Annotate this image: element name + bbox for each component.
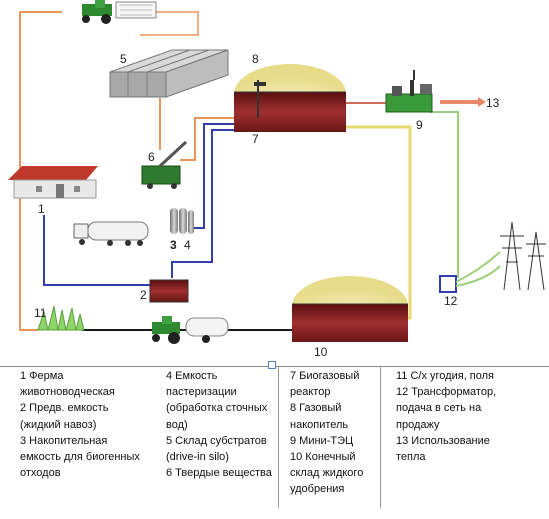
- biogas-plant-diagram: [8, 0, 546, 344]
- orange-pipe-left: [19, 11, 62, 50]
- silo-warehouse-icon: [109, 49, 229, 98]
- legend-item: (drive-in silo): [166, 451, 229, 464]
- legend-item: накопитель: [290, 418, 349, 431]
- legend-item: отходов: [20, 467, 61, 480]
- legend-item: животноводческая: [20, 386, 115, 399]
- legend-item: емкость для биогенных: [20, 451, 140, 464]
- heat-arrow-icon: [478, 97, 486, 107]
- legend-item: склад жидкого: [290, 467, 364, 480]
- tractor-tanker-icon: [152, 316, 229, 344]
- label-11: 11: [34, 306, 47, 320]
- legend-item: 3 Накопительная: [20, 434, 108, 447]
- legend-separator: [278, 366, 279, 508]
- biogas-reactor-icon: [234, 64, 346, 132]
- legend-item: 7 Биогазовый: [290, 370, 360, 382]
- final-storage-tank-icon: [292, 276, 408, 342]
- truck-icon: [73, 221, 149, 246]
- legend-col-3: 7 Биогазовый реактор 8 Газовый накопител…: [290, 368, 376, 498]
- label-6: 6: [148, 150, 155, 164]
- label-3: 3: [170, 238, 177, 252]
- legend-item: 10 Конечный: [290, 451, 356, 464]
- label-9: 9: [416, 118, 423, 132]
- tractor-icon: [82, 0, 157, 24]
- orange-pipe-left-down: [19, 50, 38, 331]
- legend-col-1: 1 Ферма животноводческая 2 Предв. емкост…: [20, 368, 160, 481]
- green-pipe-power: [430, 111, 459, 278]
- label-1: 1: [38, 202, 45, 216]
- orange-pipe-top: [140, 11, 199, 36]
- legend-item: 2 Предв. емкость: [20, 402, 109, 415]
- barn-icon: [8, 166, 98, 199]
- blue-pipe-barn: [43, 215, 150, 286]
- legend-item: подача в сеть на: [396, 402, 482, 415]
- legend-item: 12 Трансформатор,: [396, 386, 497, 399]
- legend-item: удобрения: [290, 483, 345, 496]
- label-7: 7: [252, 132, 259, 146]
- label-5: 5: [120, 52, 127, 66]
- legend-col-2: 4 Емкость пастеризации (обработка сточны…: [166, 368, 278, 481]
- selection-handle[interactable]: [268, 361, 276, 369]
- legend-item: продажу: [396, 418, 440, 431]
- blue-pipe-pretank: [171, 129, 234, 278]
- label-13: 13: [486, 96, 500, 110]
- label-8: 8: [252, 52, 259, 66]
- label-12: 12: [444, 294, 458, 308]
- legend-item: 4 Емкость: [166, 370, 218, 382]
- legend-item: 5 Склад субстратов: [166, 434, 267, 447]
- field-icon: [37, 305, 85, 331]
- legend-separator: [380, 366, 381, 508]
- label-4: 4: [184, 238, 191, 252]
- label-10: 10: [314, 345, 328, 359]
- legend-item: пастеризации: [166, 386, 237, 399]
- legend-item: тепла: [396, 451, 426, 464]
- chp-unit-icon: [385, 70, 433, 113]
- blue-pipe-pasteur: [192, 123, 234, 229]
- legend-item: 1 Ферма: [20, 370, 64, 382]
- legend-item: 6 Твердые вещества: [166, 467, 272, 480]
- legend-item: 8 Газовый: [290, 402, 342, 415]
- solids-loader-icon: [141, 140, 188, 189]
- legend-item: 13 Использование: [396, 434, 490, 447]
- legend-item: вод): [166, 418, 188, 431]
- legend-item: реактор: [290, 386, 331, 399]
- pasteurization-tanks-icon: [170, 208, 194, 234]
- pre-tank: [149, 279, 189, 303]
- legend-item: 9 Мини-ТЭЦ: [290, 434, 354, 447]
- legend-item: 11 С/х угодия, поля: [396, 370, 495, 382]
- legend-item: (обработка сточных: [166, 402, 268, 415]
- yellow-pipe-reactor-final: [346, 125, 412, 320]
- label-2: 2: [140, 288, 147, 302]
- orange-pipe-solids-reactor: [180, 117, 234, 161]
- legend-item: (жидкий навоз): [20, 418, 97, 431]
- transformer-icon: [439, 251, 501, 293]
- legend-col-4: 11 С/х угодия, поля 12 Трансформатор, по…: [396, 368, 546, 465]
- power-tower-icon: [500, 221, 546, 291]
